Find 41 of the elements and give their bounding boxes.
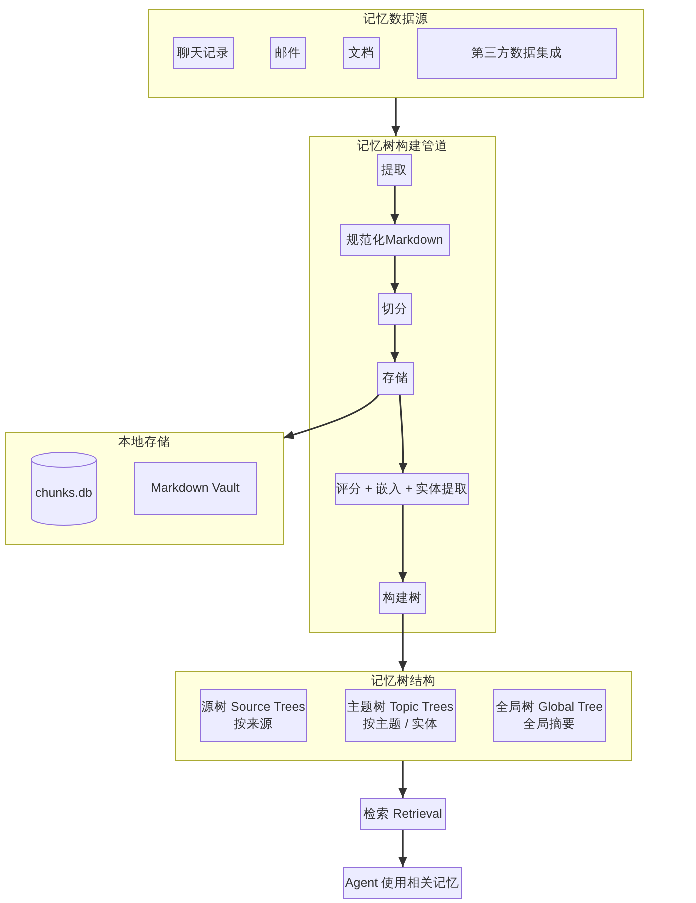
node-label: 按主题 / 实体: [362, 716, 438, 732]
arrow: [392, 98, 400, 136]
node-label: 全局树 Global Tree: [496, 698, 604, 716]
node-label: 按来源: [234, 716, 273, 732]
node-label: 源树 Source Trees: [202, 698, 306, 716]
process-box: [493, 689, 606, 742]
group-panel: [5, 432, 284, 545]
group-title: 记忆树结构: [371, 674, 436, 688]
arrow: [390, 186, 400, 224]
group-title: 记忆树构建管道: [357, 139, 448, 153]
process-box: 第三方数据集成: [417, 28, 617, 79]
arrow: [398, 505, 408, 582]
process-box: 邮件: [270, 37, 306, 69]
node-label: 主题树 Topic Trees: [347, 698, 454, 716]
arrow: [398, 830, 408, 867]
process-box: 提取: [377, 154, 412, 186]
process-box: Agent 使用相关记忆: [343, 867, 462, 899]
process-box: [200, 689, 307, 742]
arrow: [284, 394, 380, 440]
process-box: 存储: [377, 362, 414, 395]
group-title: 本地存储: [118, 435, 170, 449]
process-box: 聊天记录: [173, 37, 234, 69]
group-panel: [148, 9, 644, 98]
process-box: 切分: [378, 293, 412, 325]
process-box: Markdown Vault: [134, 462, 257, 515]
group-title: 记忆数据源: [364, 12, 428, 26]
process-box: [345, 689, 456, 742]
arrow: [398, 761, 408, 798]
arrow: [390, 256, 400, 293]
process-box: 检索 Retrieval: [360, 798, 446, 830]
node-label: 全局摘要: [524, 716, 576, 732]
process-box: 文档: [343, 37, 380, 69]
group-panel: [175, 671, 632, 761]
arrow: [398, 614, 408, 671]
group-panel: [309, 136, 496, 633]
arrow: [398, 394, 408, 474]
arrow: [390, 325, 400, 362]
database-cylinder: chunks.db: [31, 452, 97, 526]
process-box: 构建树: [379, 582, 426, 614]
process-box: 规范化Markdown: [340, 224, 450, 256]
process-box: 评分 + 嵌入 + 实体提取: [335, 473, 469, 505]
